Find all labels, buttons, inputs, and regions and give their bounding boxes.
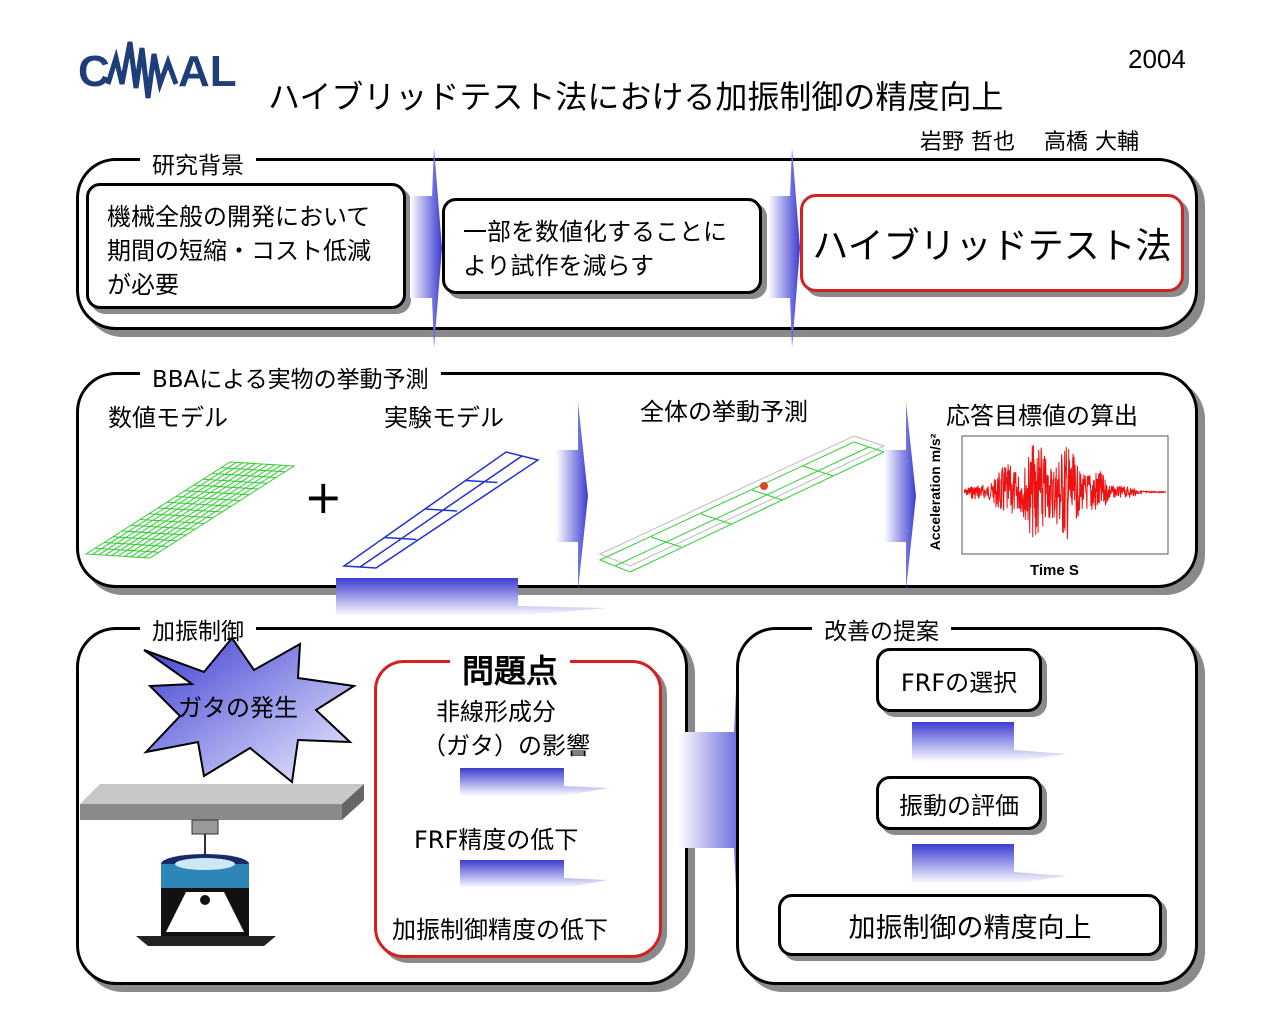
arrow-right-icon	[556, 402, 588, 590]
numeric-model-label: 数値モデル	[108, 404, 228, 432]
plus-sign: +	[304, 470, 343, 524]
problem-1b: （ガタ）の影響	[422, 732, 590, 760]
proposal-label: 改善の提案	[812, 612, 951, 646]
background-box-2: 一部を数値化することにより試作を減らす	[442, 198, 762, 294]
year-label: 2004	[1128, 44, 1186, 74]
arrow-down-icon	[460, 860, 608, 888]
response-target-label: 応答目標値の算出	[946, 402, 1138, 430]
overall-prediction-label: 全体の挙動予測	[640, 398, 808, 426]
time-axis-label: Time S	[1030, 562, 1079, 579]
arrow-down-icon	[912, 722, 1066, 762]
background-box-1-text: 機械全般の開発において期間の短縮・コスト低減が必要	[107, 203, 371, 299]
frf-select-box: FRFの選択	[876, 648, 1042, 712]
problem-3: 加振制御精度の低下	[392, 916, 608, 944]
rattle-burst-icon	[143, 636, 357, 784]
arrow-down-icon	[460, 768, 608, 796]
problem-1: 非線形成分	[436, 698, 556, 726]
problem-title: 問題点	[450, 646, 571, 692]
control-accuracy-box: 加振制御の精度向上	[778, 894, 1162, 956]
experiment-model-mesh-icon	[341, 451, 540, 569]
svg-text:AL: AL	[178, 47, 237, 96]
vibration-eval-box: 振動の評価	[876, 776, 1042, 830]
hybrid-test-text: ハイブリッドテスト法	[812, 226, 1172, 267]
background-box-1: 機械全般の開発において期間の短縮・コスト低減が必要	[86, 183, 406, 309]
frf-select-text: FRFの選択	[900, 668, 1018, 697]
acceleration-axis-label: Acceleration m/s²	[927, 433, 943, 551]
rattle-burst-text: ガタの発生	[178, 694, 298, 722]
authors: 岩野 哲也 高橋 大輔	[920, 130, 1139, 155]
combined-model-mesh-icon	[598, 435, 886, 573]
problem-box	[374, 660, 662, 958]
arrow-down-icon	[336, 578, 608, 616]
camal-logo: C AL	[78, 41, 237, 99]
page-title: ハイブリッドテスト法における加振制御の精度向上	[268, 78, 1004, 116]
problem-2: FRF精度の低下	[414, 826, 579, 854]
control-accuracy-text: 加振制御の精度向上	[848, 912, 1092, 944]
hybrid-test-box: ハイブリッドテスト法	[800, 194, 1184, 292]
background-label: 研究背景	[140, 146, 256, 180]
vibration-eval-text: 振動の評価	[899, 791, 1019, 820]
arrow-down-icon	[912, 844, 1066, 884]
experiment-model-label: 実験モデル	[384, 404, 504, 432]
arrow-right-icon	[768, 148, 800, 348]
svg-text:C: C	[78, 47, 110, 96]
bba-label: BBAによる実物の挙動予測	[140, 360, 441, 394]
shaker-table-icon	[80, 784, 364, 946]
arrow-right-icon	[410, 148, 442, 348]
numeric-model-mesh-icon	[84, 461, 296, 559]
background-box-2-text: 一部を数値化することにより試作を減らす	[463, 218, 727, 280]
acceleration-plot	[961, 435, 1169, 555]
arrow-right-icon	[884, 402, 916, 590]
